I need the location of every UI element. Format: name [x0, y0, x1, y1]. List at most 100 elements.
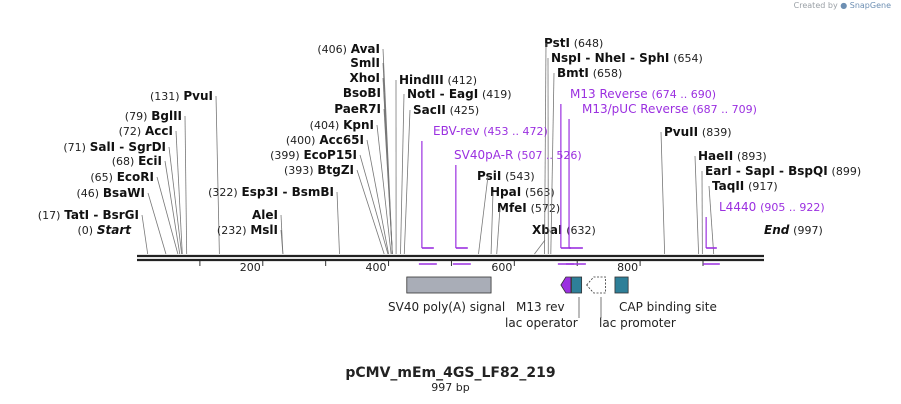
site-position: (393) — [284, 164, 314, 177]
site-connector — [382, 48, 393, 255]
site-name: BglII — [151, 109, 182, 123]
ruler-label-200: 200 — [240, 261, 261, 274]
site-label: (72) AccI — [119, 124, 173, 138]
primer-range: (687 .. 709) — [692, 103, 757, 116]
site-label: (17) TatI - BsrGI — [38, 208, 139, 222]
site-position: (65) — [90, 171, 113, 184]
site-name: XbaI — [532, 223, 562, 237]
site-psii: PsiI (543) — [477, 169, 535, 255]
site-label: (71) SalI - SgrDI — [63, 140, 166, 154]
site-label: (0) Start — [77, 223, 132, 237]
site-esp3i-bsmbi: (322) Esp3I - BsmBI — [208, 185, 340, 255]
site-connector — [359, 154, 389, 255]
site-connector — [336, 191, 340, 255]
primer-range: (507 .. 526) — [517, 149, 582, 162]
site-label: BmtI (658) — [557, 66, 622, 80]
site-sacii: SacII (425) — [403, 103, 479, 255]
site-name: Acc65I — [319, 133, 364, 147]
feature-cap-binding-site: CAP binding site — [614, 276, 717, 314]
site-position: (412) — [448, 74, 478, 87]
feature-box — [406, 276, 492, 294]
primer-sv40pa-r: SV40pA-R (507 .. 526) — [452, 148, 582, 265]
primer-range: (453 .. 472) — [483, 125, 548, 138]
site-connector — [280, 214, 284, 255]
site-ecop15i: (399) EcoP15I — [270, 148, 389, 255]
site-name: MfeI — [497, 201, 527, 215]
site-position: (399) — [270, 149, 300, 162]
site-name: PvuI — [183, 89, 213, 103]
credit-prefix: Created by — [793, 1, 838, 10]
site-label: (46) BsaWI — [76, 186, 145, 200]
site-name: PvuII — [664, 125, 698, 139]
site-position: (232) — [217, 224, 247, 237]
site-label: End (997) — [764, 223, 823, 237]
primer-name: EBV-rev — [433, 124, 479, 138]
site-position: (899) — [832, 165, 862, 178]
site-position: (648) — [574, 37, 604, 50]
site-connector — [403, 109, 411, 255]
site-name: Esp3I - BsmBI — [242, 185, 334, 199]
site-label: (406) AvaI — [317, 42, 380, 56]
site-label: XhoI — [349, 71, 380, 85]
feature-label: CAP binding site — [619, 300, 717, 314]
site-connector — [708, 185, 715, 255]
site-name: PsiI — [477, 169, 501, 183]
site-name: HaeII — [698, 149, 733, 163]
site-bglii: (79) BglII — [125, 109, 188, 255]
site-mfei: MfeI (572) — [496, 201, 560, 255]
site-label: (322) Esp3I - BsmBI — [208, 185, 334, 199]
primer-ebv-rev: EBV-rev (453 .. 472) — [418, 124, 548, 265]
site-bmti: BmtI (658) — [550, 66, 622, 255]
site-name: SmlI — [350, 56, 380, 70]
site-name: TaqII — [712, 179, 744, 193]
primer-l4440: L4440 (905 .. 922) — [703, 200, 825, 265]
site-name: KpnI — [343, 118, 374, 132]
site-label: (399) EcoP15I — [270, 148, 357, 162]
site-label: XbaI (632) — [532, 223, 596, 237]
site-connector — [496, 207, 501, 255]
plasmid-length: 997 bp — [431, 381, 470, 394]
site-name: NspI - NheI - SphI — [551, 51, 669, 65]
site-connector — [660, 131, 666, 255]
feature-box — [614, 276, 629, 294]
site-name: SacII — [413, 103, 446, 117]
site-label: AleI — [252, 208, 278, 222]
primer-range: (674 .. 690) — [652, 88, 717, 101]
site-label: MfeI (572) — [497, 201, 560, 215]
plasmid-title: pCMV_mEm_4GS_LF82_219 — [345, 365, 556, 381]
feature-label: SV40 poly(A) signal — [388, 300, 505, 314]
site-msli: (232) MslI — [217, 223, 284, 255]
feature-lac-operator: lac operator — [505, 276, 583, 330]
site-alei: AleI — [252, 208, 284, 255]
site-name: NotI - EagI — [407, 87, 478, 101]
primer-label: M13/pUC Reverse (687 .. 709) — [582, 102, 757, 116]
site-end: End (997) — [764, 223, 823, 237]
site-connector — [184, 115, 188, 255]
site-label: (131) PvuI — [150, 89, 213, 103]
site-label: (65) EcoRI — [90, 170, 154, 184]
site-name: PaeR7I — [334, 102, 381, 116]
site-position: (0) — [77, 224, 93, 237]
site-name: TatI - BsrGI — [64, 208, 139, 222]
site-label: (393) BtgZI — [284, 163, 354, 177]
site-connector — [544, 42, 547, 255]
primer-name: M13/pUC Reverse — [582, 102, 689, 116]
site-connector — [168, 146, 183, 255]
site-label: SmlI — [350, 56, 380, 70]
site-name: SalI - SgrDI — [90, 140, 166, 154]
site-position: (543) — [505, 170, 535, 183]
site-name: EarI - SapI - BspQI — [705, 164, 828, 178]
site-position: (400) — [286, 134, 316, 147]
site-label: HindIII (412) — [399, 73, 477, 87]
site-position: (322) — [208, 186, 238, 199]
site-name: BtgZI — [317, 163, 354, 177]
ruler-label-600: 600 — [491, 261, 512, 274]
site-avai: (406) AvaI — [317, 42, 393, 255]
site-ecori: (65) EcoRI — [90, 170, 179, 255]
site-name: BsoBI — [343, 86, 381, 100]
feature-label: lac operator — [505, 316, 578, 330]
site-connector — [534, 239, 546, 255]
site-label: HpaI (563) — [490, 185, 555, 199]
site-name: EcoP15I — [303, 148, 357, 162]
site-btgzi: (393) BtgZI — [284, 163, 385, 255]
